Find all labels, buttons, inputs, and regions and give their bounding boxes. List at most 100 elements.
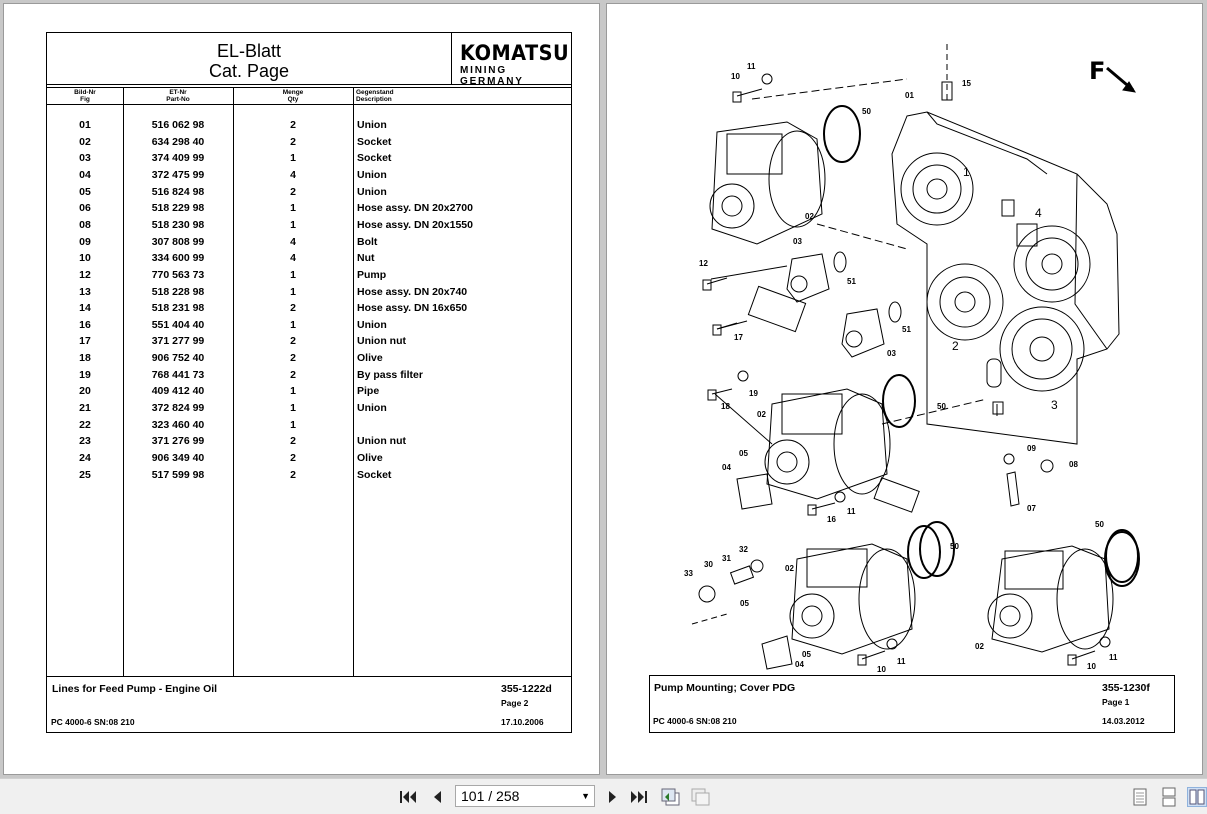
fig-cell: 04 <box>79 168 91 181</box>
qty-cell: 4 <box>290 168 296 181</box>
part-no-cell: 906 752 40 <box>151 352 205 365</box>
title-line-1: EL-Blatt <box>216 41 282 61</box>
column-header-divider <box>47 104 571 105</box>
bolt-icons <box>702 73 1096 666</box>
description-cell: Olive <box>357 452 383 464</box>
komatsu-logo: KOMATSU MINING GERMANY <box>451 33 572 87</box>
qty-cell: 1 <box>290 318 296 331</box>
col-divider-2 <box>233 87 234 676</box>
qty-cell: 2 <box>290 119 296 131</box>
header-divider <box>47 84 571 85</box>
part-no-cell: 551 404 40 <box>151 318 205 331</box>
description-cell: Socket <box>357 468 392 481</box>
qty-cell: 2 <box>290 452 296 464</box>
fig-cell: 21 <box>79 402 91 415</box>
description-cell: Union <box>357 168 387 181</box>
pump-assembly-middle-icon <box>714 374 988 513</box>
logo-main-text: KOMATSU <box>460 41 570 65</box>
qty-cell: 4 <box>290 252 296 265</box>
svg-text:03: 03 <box>793 237 802 246</box>
last-page-icon[interactable] <box>629 787 649 807</box>
fig-cell: 12 <box>79 268 91 281</box>
svg-text:11: 11 <box>847 507 856 516</box>
qty-cell: 1 <box>290 285 296 298</box>
fig-cell: 23 <box>79 435 91 448</box>
svg-text:19: 19 <box>749 389 758 398</box>
next-view-icon[interactable] <box>690 787 710 807</box>
description-cell: Union <box>357 185 387 198</box>
qty-cell: 4 <box>290 235 296 248</box>
part-no-cell: 323 460 40 <box>151 418 205 431</box>
footer-title: Lines for Feed Pump - Engine Oil <box>52 683 218 695</box>
svg-text:11: 11 <box>897 657 906 666</box>
header-divider-2 <box>47 87 571 88</box>
qty-cell: 2 <box>290 302 296 315</box>
part-no-cell: 768 441 73 <box>151 368 205 381</box>
table-row: 04 372 475 99 4 Union <box>47 169 571 185</box>
fig-cell: 05 <box>79 185 91 198</box>
description-cell: Socket <box>357 152 392 165</box>
pump-small-icons <box>710 251 902 358</box>
svg-text:04: 04 <box>795 660 804 669</box>
pump-assembly-top-icon <box>709 78 908 250</box>
footer-doc-no: 355-1222d <box>501 683 552 695</box>
qty-cell: 1 <box>290 268 296 281</box>
footer-page: Page 1 <box>1102 697 1130 707</box>
next-page-icon[interactable] <box>603 787 623 807</box>
part-no-cell: 770 563 73 <box>151 268 205 281</box>
part-no-cell: 516 824 98 <box>151 185 205 198</box>
part-no-cell: 517 599 98 <box>151 468 205 481</box>
fig-cell: 14 <box>79 302 91 315</box>
fig-cell: 09 <box>79 235 91 248</box>
part-no-cell: 334 600 99 <box>151 252 205 265</box>
svg-text:16: 16 <box>827 515 836 524</box>
svg-text:05: 05 <box>739 449 748 458</box>
previous-page-icon[interactable] <box>427 787 447 807</box>
parts-list-frame: EL-Blatt Cat. Page KOMATSU MINING GERMAN… <box>46 32 572 733</box>
svg-text:09: 09 <box>1027 444 1036 453</box>
part-no-cell: 374 409 99 <box>151 152 205 165</box>
part-no-cell: 516 062 98 <box>151 119 205 131</box>
svg-text:51: 51 <box>902 325 911 334</box>
first-page-icon[interactable] <box>398 787 418 807</box>
svg-text:11: 11 <box>747 62 756 71</box>
fig-cell: 08 <box>79 218 91 231</box>
fig-cell: 24 <box>79 452 91 464</box>
qty-cell: 1 <box>290 402 296 415</box>
continuous-view-icon[interactable] <box>1159 787 1179 807</box>
fig-cell: 20 <box>79 385 91 398</box>
qty-cell: 2 <box>290 335 296 348</box>
chevron-down-icon: ▼ <box>581 791 590 801</box>
part-no-cell: 518 228 98 <box>151 285 205 298</box>
single-page-view-icon[interactable] <box>1130 787 1150 807</box>
description-cell: Hose assy. DN 16x650 <box>357 302 468 315</box>
part-no-cell: 307 808 99 <box>151 235 205 248</box>
facing-pages-view-icon[interactable] <box>1187 787 1207 807</box>
part-no-cell: 518 231 98 <box>151 302 205 315</box>
page-number-select[interactable]: 101 / 258 ▼ <box>455 785 595 807</box>
qty-cell: 1 <box>290 152 296 165</box>
svg-text:50: 50 <box>950 542 959 551</box>
previous-view-icon[interactable] <box>660 787 680 807</box>
part-no-cell: 372 475 99 <box>151 168 205 181</box>
svg-text:51: 51 <box>847 277 856 286</box>
description-cell: Hose assy. DN 20x2700 <box>357 202 473 215</box>
part-no-cell: 634 298 40 <box>151 135 205 148</box>
footer-page: Page 2 <box>501 698 529 708</box>
svg-text:2: 2 <box>952 339 959 353</box>
qty-cell: 1 <box>290 385 296 398</box>
fig-cell: 25 <box>79 468 91 481</box>
svg-text:05: 05 <box>802 650 811 659</box>
fig-cell: 18 <box>79 352 91 365</box>
